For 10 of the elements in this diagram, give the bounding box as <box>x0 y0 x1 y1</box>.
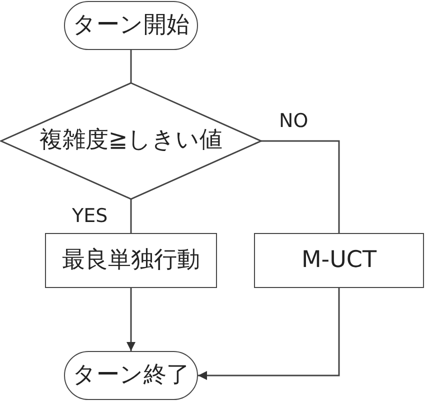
process-box: M-UCT <box>254 233 424 288</box>
connector-line <box>261 140 340 233</box>
arrow <box>198 288 340 380</box>
terminal-node: ターン終了 <box>64 351 198 400</box>
arrow <box>126 288 136 351</box>
decision-diamond: 複雑度≧しきい値 <box>1 83 261 199</box>
terminal-node: ターン開始 <box>64 1 198 50</box>
connector-line <box>130 50 132 83</box>
connector-line <box>130 199 132 233</box>
process-box: 最良単独行動 <box>45 233 217 288</box>
